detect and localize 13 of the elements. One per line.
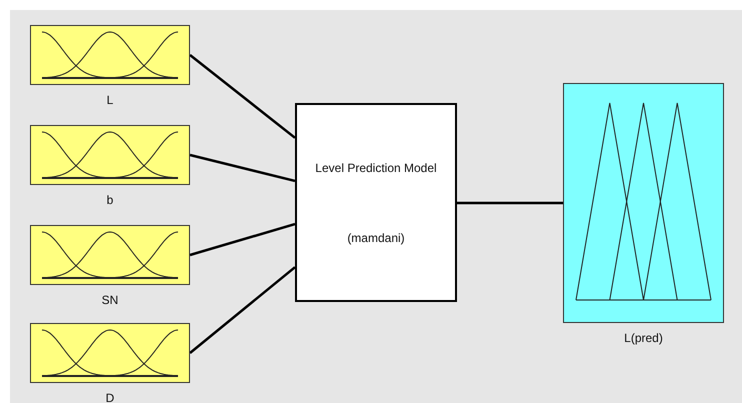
- variable-name: b: [106, 193, 114, 207]
- variable-name: D: [106, 391, 114, 403]
- connector-line: [457, 202, 563, 204]
- connector-line: [189, 54, 296, 139]
- connector-line: [190, 154, 296, 182]
- process-box: [295, 103, 457, 302]
- variable-name: L: [106, 93, 114, 107]
- connector-line: [189, 266, 296, 354]
- variable-name: L(pred): [624, 331, 663, 345]
- connector-line: [190, 222, 296, 256]
- model-type: (mamdani): [346, 231, 406, 245]
- variable-name: SN: [102, 293, 118, 307]
- model-title: Level Prediction Model: [314, 161, 438, 175]
